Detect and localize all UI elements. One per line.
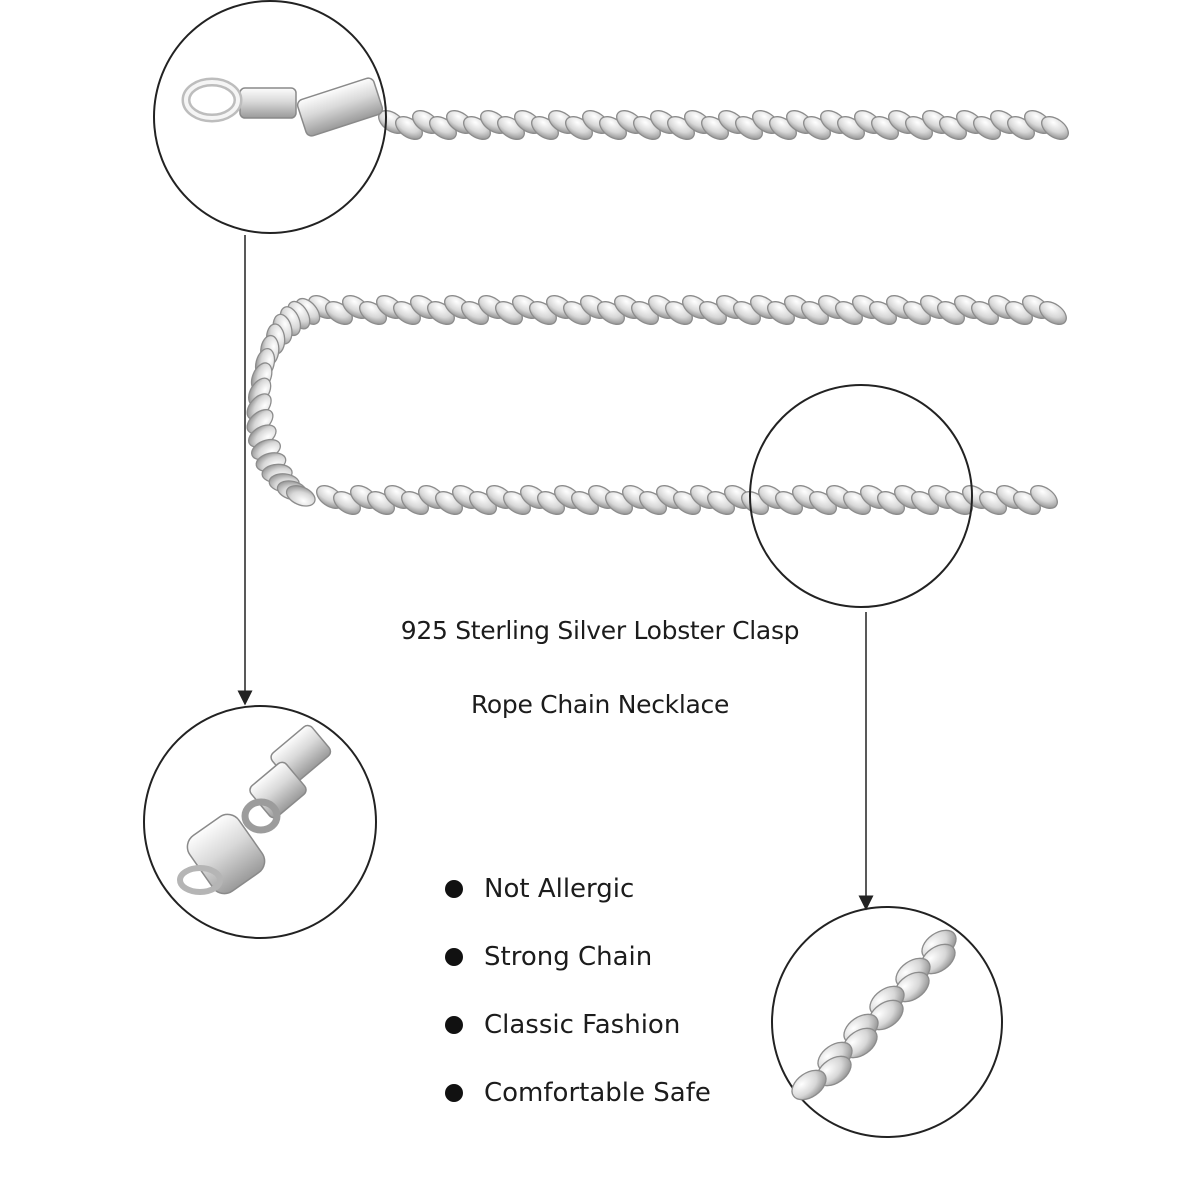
- feature-item: Strong Chain: [445, 923, 711, 991]
- feature-label: Not Allergic: [484, 874, 635, 904]
- chain-link: [791, 1069, 827, 1101]
- chain-link: [1041, 116, 1069, 140]
- clasp-magnifier-circle: [153, 0, 387, 234]
- rope-chain-middle-upper: [308, 295, 1067, 325]
- bullet-icon: [445, 880, 463, 898]
- rope-chain-bend: [246, 297, 321, 507]
- product-title-line-1: 925 Sterling Silver Lobster Clasp: [400, 616, 800, 645]
- feature-label: Classic Fashion: [484, 1010, 681, 1040]
- feature-label: Comfortable Safe: [484, 1078, 711, 1108]
- rope-chain-top: [378, 110, 1069, 140]
- feature-item: Not Allergic: [445, 855, 711, 923]
- rope-chain-detail: [791, 929, 957, 1101]
- bullet-icon: [445, 1084, 463, 1102]
- chain-magnifier-circle: [749, 384, 973, 608]
- lobster-clasp-detail: [177, 724, 332, 895]
- feature-item: Comfortable Safe: [445, 1059, 711, 1127]
- product-title-line-2: Rope Chain Necklace: [470, 690, 730, 719]
- feature-label: Strong Chain: [484, 942, 653, 972]
- chain-link: [1039, 301, 1067, 325]
- chain-link: [1030, 485, 1058, 509]
- bullet-icon: [445, 1016, 463, 1034]
- clasp-detail-circle: [143, 705, 377, 939]
- chain-link: [285, 485, 316, 507]
- lobster-clasp-on-chain: [181, 77, 384, 137]
- bullet-icon: [445, 948, 463, 966]
- rope-chain-middle-lower: [316, 485, 1058, 515]
- feature-list: Not Allergic Strong Chain Classic Fashio…: [445, 855, 711, 1127]
- feature-item: Classic Fashion: [445, 991, 711, 1059]
